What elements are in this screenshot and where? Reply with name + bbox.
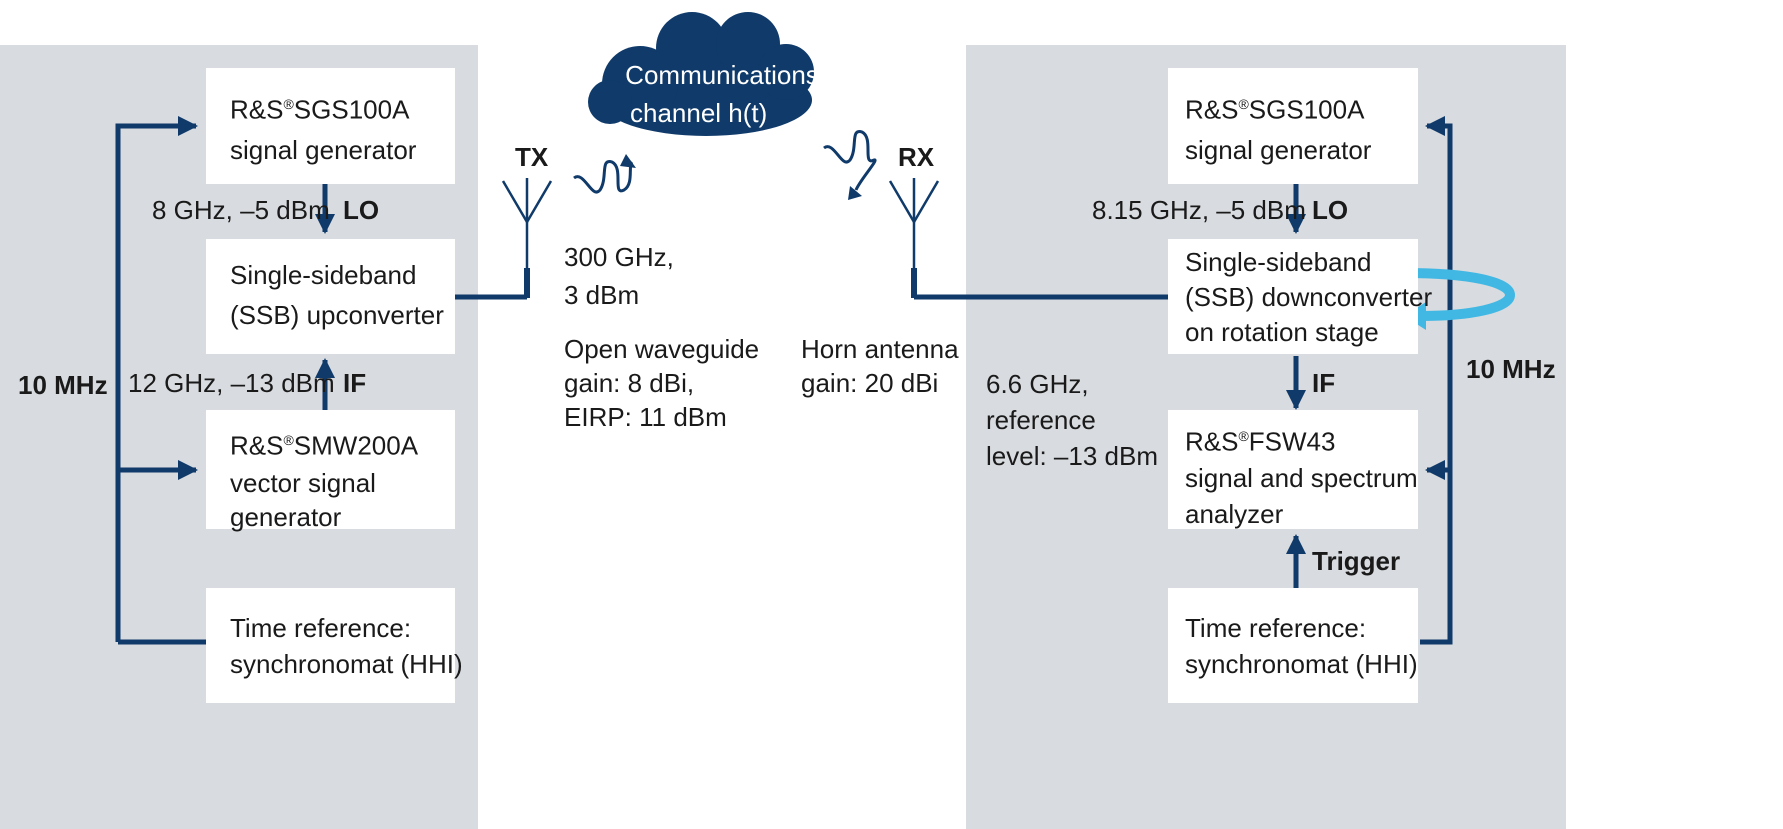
cloud-line-2: channel h(t) [630, 98, 768, 128]
tx-time-ref-line-1: Time reference: [230, 613, 412, 643]
brand-name: R&S [1185, 94, 1239, 125]
rx-if-info: 6.6 GHz, reference level: –13 dBm [986, 366, 1158, 474]
rx-analyzer-box: R&S®FSW43 signal and spectrum analyzer [1168, 410, 1418, 529]
rx-downconverter-line-3: on rotation stage [1185, 317, 1379, 347]
tx-antenna-info: Open waveguide gain: 8 dBi, EIRP: 11 dBm [564, 332, 759, 434]
tx-vsg-title: R&S®SMW200A [230, 420, 455, 466]
tx-vsg-line-2: vector signal [230, 467, 376, 498]
channel-cloud-label: Communications channel h(t) [622, 56, 822, 132]
rx-lo-label: LO [1312, 195, 1349, 225]
tx-vsg-line-3: generator [230, 501, 342, 532]
rx-trigger-label: Trigger [1312, 546, 1401, 576]
tx-lo-generator-box: R&S®SGS100A signal generator [206, 68, 455, 184]
rx-if-line-3: level: –13 dBm [986, 441, 1158, 471]
model-name: SGS100A [1248, 94, 1365, 125]
tx-if-label: IF [343, 368, 367, 398]
model-name: SGS100A [293, 94, 410, 125]
tx-power-line-1: 300 GHz, [564, 242, 674, 272]
rx-if-label: IF [1312, 368, 1336, 398]
tx-antenna-line-2: gain: 8 dBi, [564, 368, 695, 398]
tx-antenna-line-1: Open waveguide [564, 334, 760, 364]
rx-antenna-icon [888, 178, 940, 297]
rx-time-ref-line-2: synchronomat (HHI) [1185, 649, 1418, 679]
rx-antenna-line-1: Horn antenna [801, 334, 959, 364]
tx-lo-generator-desc: signal generator [230, 134, 417, 165]
registered-mark: ® [1238, 96, 1249, 112]
rx-downconverter-line-2: (SSB) downconverter [1185, 282, 1433, 312]
brand-name: R&S [1185, 426, 1239, 457]
tx-lo-generator-title: R&S®SGS100A [230, 84, 455, 130]
rx-downconverter-line-1: Single-sideband [1185, 247, 1372, 277]
model-name: SMW200A [293, 430, 419, 461]
rx-time-reference-box: Time reference: synchronomat (HHI) [1168, 588, 1418, 703]
rx-antenna-label: RX [898, 142, 935, 172]
rx-time-ref-line-1: Time reference: [1185, 613, 1367, 643]
rx-lo-frequency: 8.15 GHz, –5 dBm [1092, 195, 1306, 225]
rx-analyzer-title: R&S®FSW43 [1185, 418, 1418, 460]
tx-time-reference-box: Time reference: synchronomat (HHI) [206, 588, 463, 703]
rx-if-line-1: 6.6 GHz, [986, 369, 1089, 399]
rx-lo-generator-desc: signal generator [1185, 134, 1372, 165]
rx-antenna-info: Horn antenna gain: 20 dBi [801, 332, 959, 400]
tx-wave-icon [573, 154, 636, 194]
brand-name: R&S [230, 430, 284, 461]
registered-mark: ® [283, 432, 294, 448]
model-name: FSW43 [1248, 426, 1336, 457]
tx-lo-label: LO [343, 195, 380, 225]
rx-lo-generator-box: R&S®SGS100A signal generator [1168, 68, 1418, 184]
brand-name: R&S [230, 94, 284, 125]
rx-downconverter-box: Single-sideband (SSB) downconverter on r… [1168, 239, 1433, 354]
tx-power-info: 300 GHz, 3 dBm [564, 238, 674, 314]
rx-wave-icon [823, 130, 877, 200]
tx-antenna-label: TX [515, 142, 549, 172]
rotation-arrow-icon [1403, 268, 1516, 321]
rx-10mhz-label: 10 MHz [1466, 354, 1556, 384]
registered-mark: ® [1238, 428, 1249, 444]
cloud-line-1: Communications [625, 60, 819, 90]
tx-time-ref-line-2: synchronomat (HHI) [230, 649, 463, 679]
tx-power-line-2: 3 dBm [564, 280, 640, 310]
tx-antenna-line-3: EIRP: 11 dBm [564, 402, 727, 432]
rx-analyzer-line-2: signal and spectrum [1185, 462, 1418, 493]
rx-if-line-2: reference [986, 405, 1096, 435]
tx-if-frequency: 12 GHz, –13 dBm [128, 368, 335, 398]
rx-antenna-line-2: gain: 20 dBi [801, 368, 939, 398]
tx-lo-frequency: 8 GHz, –5 dBm [152, 195, 330, 225]
registered-mark: ® [283, 96, 294, 112]
tx-vsg-box: R&S®SMW200A vector signal generator [206, 410, 455, 532]
tx-10mhz-label: 10 MHz [18, 370, 108, 400]
rx-analyzer-line-3: analyzer [1185, 498, 1284, 529]
tx-upconverter-line-2: (SSB) upconverter [230, 300, 444, 330]
tx-upconverter-line-1: Single-sideband [230, 260, 417, 290]
cloud-icon [588, 12, 814, 136]
rx-lo-generator-title: R&S®SGS100A [1185, 84, 1418, 130]
tx-upconverter-box: Single-sideband (SSB) upconverter [206, 239, 455, 354]
